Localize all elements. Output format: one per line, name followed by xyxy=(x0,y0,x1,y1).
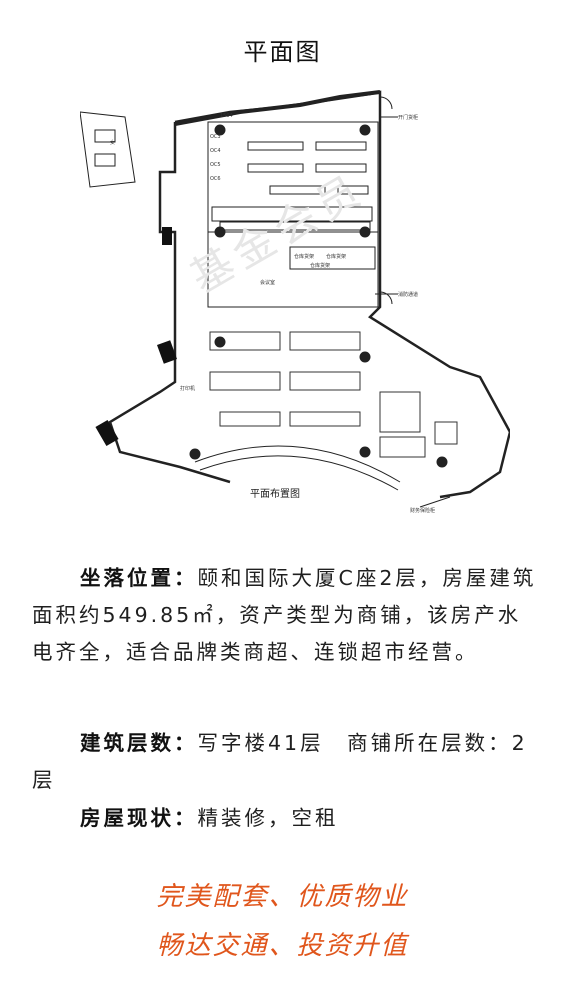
warehouse-label-2: 仓库货架 xyxy=(326,253,346,260)
floors-text: 写字楼41层 商铺所在层数：2层 xyxy=(32,731,528,792)
warehouse-label-3: 仓库货架 xyxy=(310,262,330,269)
plan-caption: 平面布置图 xyxy=(250,488,300,500)
floor-plan-drawing: 1504 OC3 OC4 OC5 OC6 仓库货架 仓库货架 仓库货架 会议室 … xyxy=(80,90,510,514)
status-label: 房屋现状： xyxy=(80,806,198,830)
location-label: 坐落位置： xyxy=(80,566,198,590)
oc-label-4: OC4 xyxy=(210,148,221,154)
slogan-line-1: 完美配套、优质物业 xyxy=(156,882,409,912)
oc-label-5: OC5 xyxy=(210,162,221,168)
safe-label: 财务保险柜 xyxy=(410,507,435,514)
warehouse-label-1: 仓库货架 xyxy=(294,253,314,260)
meeting-room-label: 会议室 xyxy=(260,279,275,286)
status-paragraph: 房屋现状：精装修，空租 xyxy=(32,800,537,837)
status-text: 精装修，空租 xyxy=(197,806,339,830)
open-cabinet-label: 开门货柜 xyxy=(398,114,418,121)
female-label: 女 xyxy=(110,139,115,146)
location-paragraph: 坐落位置：颐和国际大厦C座2层，房屋建筑面积约549.85㎡，资产类型为商铺，该… xyxy=(32,560,537,671)
dim-top: 1504 xyxy=(220,113,233,119)
slogan-line-2: 畅达交通、投资升值 xyxy=(156,931,409,961)
page-title: 平面图 xyxy=(243,38,322,66)
oc-label-3: OC3 xyxy=(210,134,221,140)
fire-passage-label: 消防通道 xyxy=(398,291,418,298)
oc-label-6: OC6 xyxy=(210,176,221,182)
floors-label: 建筑层数： xyxy=(80,731,198,755)
floor-plan: 1504 OC3 OC4 OC5 OC6 仓库货架 仓库货架 仓库货架 会议室 … xyxy=(80,72,510,522)
location-text: 颐和国际大厦C座2层，房屋建筑面积约549.85㎡，资产类型为商铺，该房产水电齐… xyxy=(32,566,537,664)
printer-label: 打印机 xyxy=(180,385,195,392)
floors-paragraph: 建筑层数：写字楼41层 商铺所在层数：2层 xyxy=(32,725,537,799)
